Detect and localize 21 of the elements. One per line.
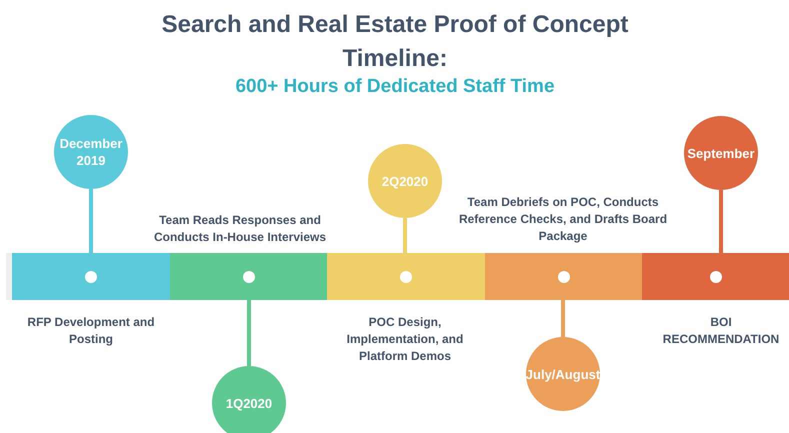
connector-stem (89, 189, 93, 253)
timeline-segment (12, 253, 170, 300)
date-circle: 1Q2020 (212, 366, 286, 433)
timeline-segment (485, 253, 642, 300)
timeline-segment (327, 253, 485, 300)
connector-stem (719, 190, 723, 253)
date-circle: September (684, 116, 758, 190)
connector-stem (247, 300, 251, 366)
title: Search and Real Estate Proof of Concept Timeline: (160, 10, 630, 74)
date-circle: 2Q2020 (368, 144, 442, 218)
phase-description: Team Reads Responses and Conducts In-House Interviews (152, 212, 328, 246)
subtitle: 600+ Hours of Dedicated Staff Time (234, 76, 556, 98)
phase-description: Team Debriefs on POC, Conducts Reference Checks, and Drafts Board Package (458, 194, 668, 245)
date-circle: July/August (526, 337, 600, 411)
phase-description: BOI RECOMMENDATION (662, 314, 780, 348)
phase-description: RFP Development and Posting (26, 314, 156, 348)
date-circle: December 2019 (54, 115, 128, 189)
timeline-segment (170, 253, 327, 300)
timeline-segment (642, 253, 789, 300)
connector-stem (403, 218, 407, 253)
phase-description: POC Design, Implementation, and Platform Demos (346, 314, 464, 365)
